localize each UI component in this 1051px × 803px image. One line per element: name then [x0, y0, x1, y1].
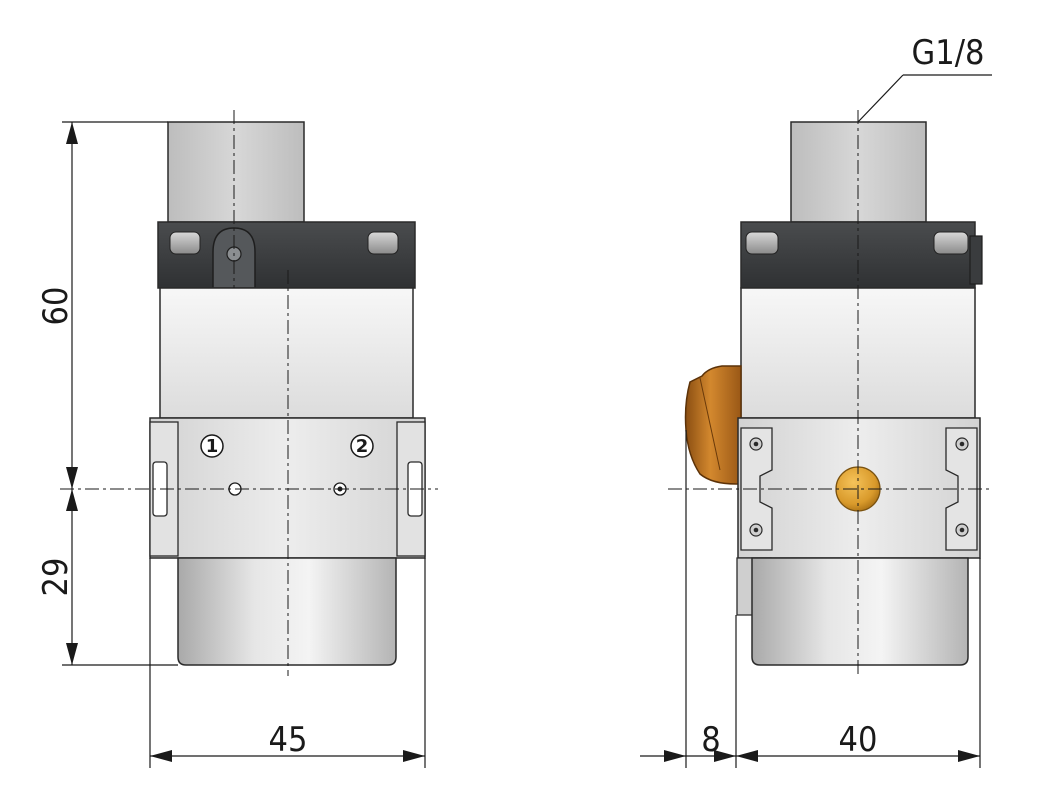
side-cap-bolt-left [745, 231, 779, 255]
port-2-label: 2 [356, 436, 369, 457]
dim-45-arrow-left [150, 750, 172, 762]
dim-8-label: 8 [701, 720, 720, 760]
side-bowl [751, 557, 969, 666]
dim-29-arrow-bottom [66, 643, 78, 665]
port-1-marker [200, 434, 224, 458]
dim-40-label: 40 [839, 720, 878, 760]
dim-29-arrow-top [66, 489, 78, 511]
dim-29-label: 29 [36, 558, 76, 597]
front-dimensions: 60 29 45 [36, 121, 426, 768]
side-cap-lip [969, 235, 983, 285]
side-screw-br-center [959, 527, 965, 533]
dim-45-label: 45 [269, 720, 308, 760]
dim-8-arrow-left [664, 750, 686, 762]
thread-leader-line [857, 74, 904, 123]
side-screw-bl-center [753, 527, 759, 533]
dim-45-arrow-right [403, 750, 425, 762]
side-dimensions: G1/8 8 40 [640, 33, 992, 768]
front-cap-bolt-right [367, 231, 399, 255]
side-screw-tr-center [959, 441, 965, 447]
port-2-marker [350, 434, 374, 458]
port-1-label: 1 [206, 436, 219, 457]
dim-40-arrow-right [958, 750, 980, 762]
front-top-stem [167, 121, 305, 223]
side-screw-tl-center [753, 441, 759, 447]
bronze-fitting [684, 365, 742, 485]
side-view [668, 110, 992, 676]
front-cap-bolt-left [169, 231, 201, 255]
dim-60-label: 60 [36, 287, 76, 326]
dim-60-arrow-bottom [66, 467, 78, 489]
front-upper-body [159, 287, 414, 419]
dim-8-arrow-right [714, 750, 736, 762]
bronze-fitting-edge [699, 377, 721, 471]
front-bowl [177, 557, 397, 666]
dim-40-arrow-left [736, 750, 758, 762]
front-view: 1 2 [60, 110, 438, 676]
dim-60-arrow-top [66, 122, 78, 144]
thread-callout: G1/8 [912, 33, 985, 73]
side-cap-bolt-right [933, 231, 969, 255]
